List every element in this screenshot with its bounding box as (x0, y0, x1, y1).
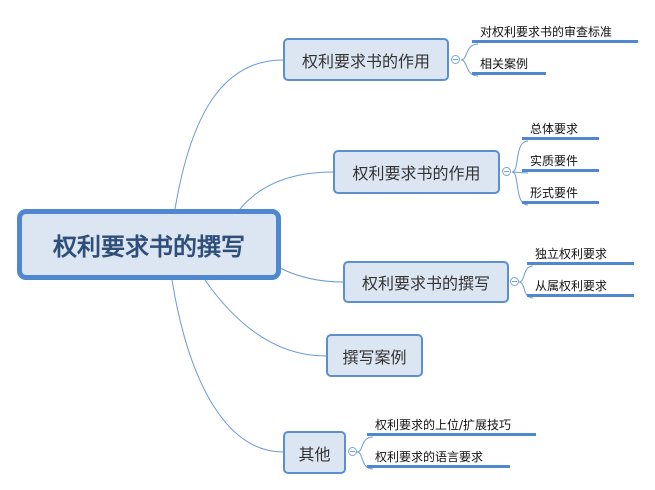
root-topic-label: 权利要求书的撰写 (53, 233, 245, 261)
branch-topic-2[interactable]: 权利要求书的作用 (333, 150, 500, 194)
root-topic[interactable]: 权利要求书的撰写 (17, 209, 281, 280)
connector-root-branch-3 (279, 267, 344, 283)
branch-topic-5[interactable]: 其他 (283, 431, 346, 474)
subtopic-label: 实质要件 (530, 154, 579, 168)
connector-branch-1-subs (460, 43, 479, 77)
subtopic[interactable]: 独立权利要求 (527, 247, 634, 265)
branch-topic-4[interactable]: 撰写案例 (326, 334, 423, 377)
collapse-toggle-icon[interactable] (510, 277, 519, 286)
connector-root-branch-2 (239, 171, 334, 210)
branch-topic-label: 撰写案例 (342, 347, 407, 367)
subtopic[interactable]: 从属权利要求 (527, 279, 634, 297)
connector-branch-5-subs (356, 436, 374, 470)
subtopic-label: 权利要求的语言要求 (375, 450, 484, 464)
collapse-toggle-icon[interactable] (348, 447, 357, 456)
collapse-toggle-icon[interactable] (451, 55, 460, 64)
connector-root-branch-1 (174, 59, 284, 210)
subtopic-label: 权利要求的上位/扩展技巧 (375, 418, 512, 432)
connector-root-branch-4 (204, 279, 327, 357)
branch-topic-1[interactable]: 权利要求书的作用 (283, 38, 449, 81)
connector-branch-3-subs (518, 265, 534, 299)
subtopic[interactable]: 权利要求的语言要求 (367, 450, 510, 468)
subtopic[interactable]: 总体要求 (522, 122, 599, 140)
connector-root-branch-5 (171, 279, 284, 453)
branch-topic-label: 权利要求书的作用 (301, 51, 430, 71)
subtopic[interactable]: 形式要件 (522, 186, 599, 204)
subtopic-label: 形式要件 (530, 186, 579, 200)
subtopic-label: 从属权利要求 (535, 279, 608, 293)
subtopic[interactable]: 相关案例 (472, 57, 546, 75)
subtopic-label: 相关案例 (480, 57, 529, 71)
subtopic[interactable]: 对权利要求书的审查标准 (472, 25, 638, 43)
branch-topic-label: 其他 (298, 444, 331, 464)
branch-topic-3[interactable]: 权利要求书的撰写 (343, 261, 509, 303)
connector-branch-2-subs (511, 140, 529, 206)
subtopic-label: 总体要求 (530, 122, 579, 136)
subtopic-label: 独立权利要求 (535, 247, 608, 261)
branch-topic-label: 权利要求书的撰写 (361, 274, 490, 293)
subtopic-label: 对权利要求书的审查标准 (480, 25, 613, 39)
collapse-toggle-icon[interactable] (502, 167, 511, 176)
subtopic[interactable]: 权利要求的上位/扩展技巧 (367, 418, 536, 436)
branch-topic-label: 权利要求书的作用 (352, 164, 481, 183)
subtopic[interactable]: 实质要件 (522, 154, 599, 172)
